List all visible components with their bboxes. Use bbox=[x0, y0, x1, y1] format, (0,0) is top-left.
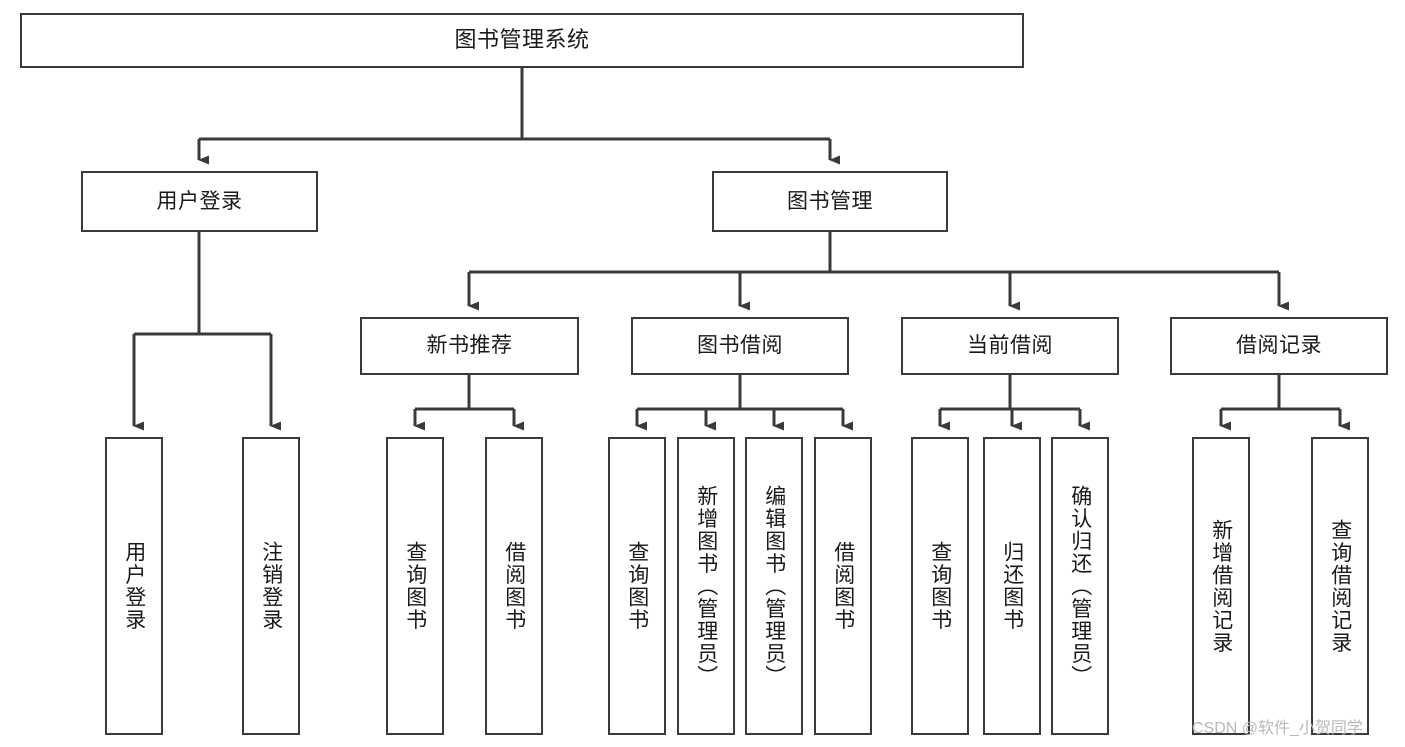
node-book-borrow[interactable]: 图书借阅 bbox=[631, 317, 849, 375]
node-book-manage-label: 图书管理 bbox=[787, 189, 873, 213]
node-leaf-logout-label: 注销登录 bbox=[259, 541, 283, 631]
node-leaf-query-book-cur[interactable]: 查询图书 bbox=[911, 437, 969, 735]
node-leaf-return-book[interactable]: 归还图书 bbox=[983, 437, 1041, 735]
node-leaf-add-book-label: 新增图书（管理员） bbox=[694, 484, 718, 688]
node-user-login-label: 用户登录 bbox=[156, 189, 243, 213]
node-root-label: 图书管理系统 bbox=[454, 27, 590, 53]
watermark-text: CSDN @软件_小贺同学 bbox=[1192, 720, 1363, 737]
node-leaf-query-record[interactable]: 查询借阅记录 bbox=[1311, 437, 1369, 735]
node-root[interactable]: 图书管理系统 bbox=[20, 13, 1024, 68]
node-leaf-borrow-book-label: 借阅图书 bbox=[831, 541, 855, 631]
node-leaf-confirm-return[interactable]: 确认归还（管理员） bbox=[1051, 437, 1109, 735]
node-current-borrow-label: 当前借阅 bbox=[967, 334, 1053, 358]
node-leaf-query-record-label: 查询借阅记录 bbox=[1328, 518, 1352, 654]
node-leaf-query-book-borrow[interactable]: 查询图书 bbox=[608, 437, 666, 735]
node-book-manage[interactable]: 图书管理 bbox=[712, 171, 948, 232]
node-leaf-query-book-rec[interactable]: 查询图书 bbox=[386, 437, 444, 735]
node-leaf-query-book-cur-label: 查询图书 bbox=[928, 541, 952, 631]
node-leaf-borrow-book-rec-label: 借阅图书 bbox=[502, 541, 526, 631]
node-leaf-borrow-book-rec[interactable]: 借阅图书 bbox=[485, 437, 543, 735]
node-borrow-record[interactable]: 借阅记录 bbox=[1170, 317, 1388, 375]
node-leaf-add-record-label: 新增借阅记录 bbox=[1209, 518, 1233, 654]
node-leaf-return-book-label: 归还图书 bbox=[1000, 541, 1024, 631]
node-leaf-logout[interactable]: 注销登录 bbox=[242, 437, 300, 735]
node-leaf-edit-book[interactable]: 编辑图书（管理员） bbox=[745, 437, 803, 735]
node-current-borrow[interactable]: 当前借阅 bbox=[901, 317, 1119, 375]
node-leaf-add-record[interactable]: 新增借阅记录 bbox=[1192, 437, 1250, 735]
node-user-login[interactable]: 用户登录 bbox=[81, 171, 318, 232]
node-leaf-user-login[interactable]: 用户登录 bbox=[105, 437, 163, 735]
node-new-book-rec[interactable]: 新书推荐 bbox=[360, 317, 579, 375]
node-leaf-query-book-rec-label: 查询图书 bbox=[403, 541, 427, 631]
node-leaf-query-book-borrow-label: 查询图书 bbox=[625, 541, 649, 631]
node-new-book-rec-label: 新书推荐 bbox=[426, 334, 513, 358]
node-leaf-user-login-label: 用户登录 bbox=[122, 541, 146, 631]
node-leaf-confirm-return-label: 确认归还（管理员） bbox=[1068, 484, 1092, 688]
node-book-borrow-label: 图书借阅 bbox=[697, 334, 783, 358]
node-leaf-borrow-book[interactable]: 借阅图书 bbox=[814, 437, 872, 735]
node-borrow-record-label: 借阅记录 bbox=[1236, 334, 1322, 358]
node-leaf-add-book[interactable]: 新增图书（管理员） bbox=[677, 437, 735, 735]
node-leaf-edit-book-label: 编辑图书（管理员） bbox=[762, 484, 786, 688]
